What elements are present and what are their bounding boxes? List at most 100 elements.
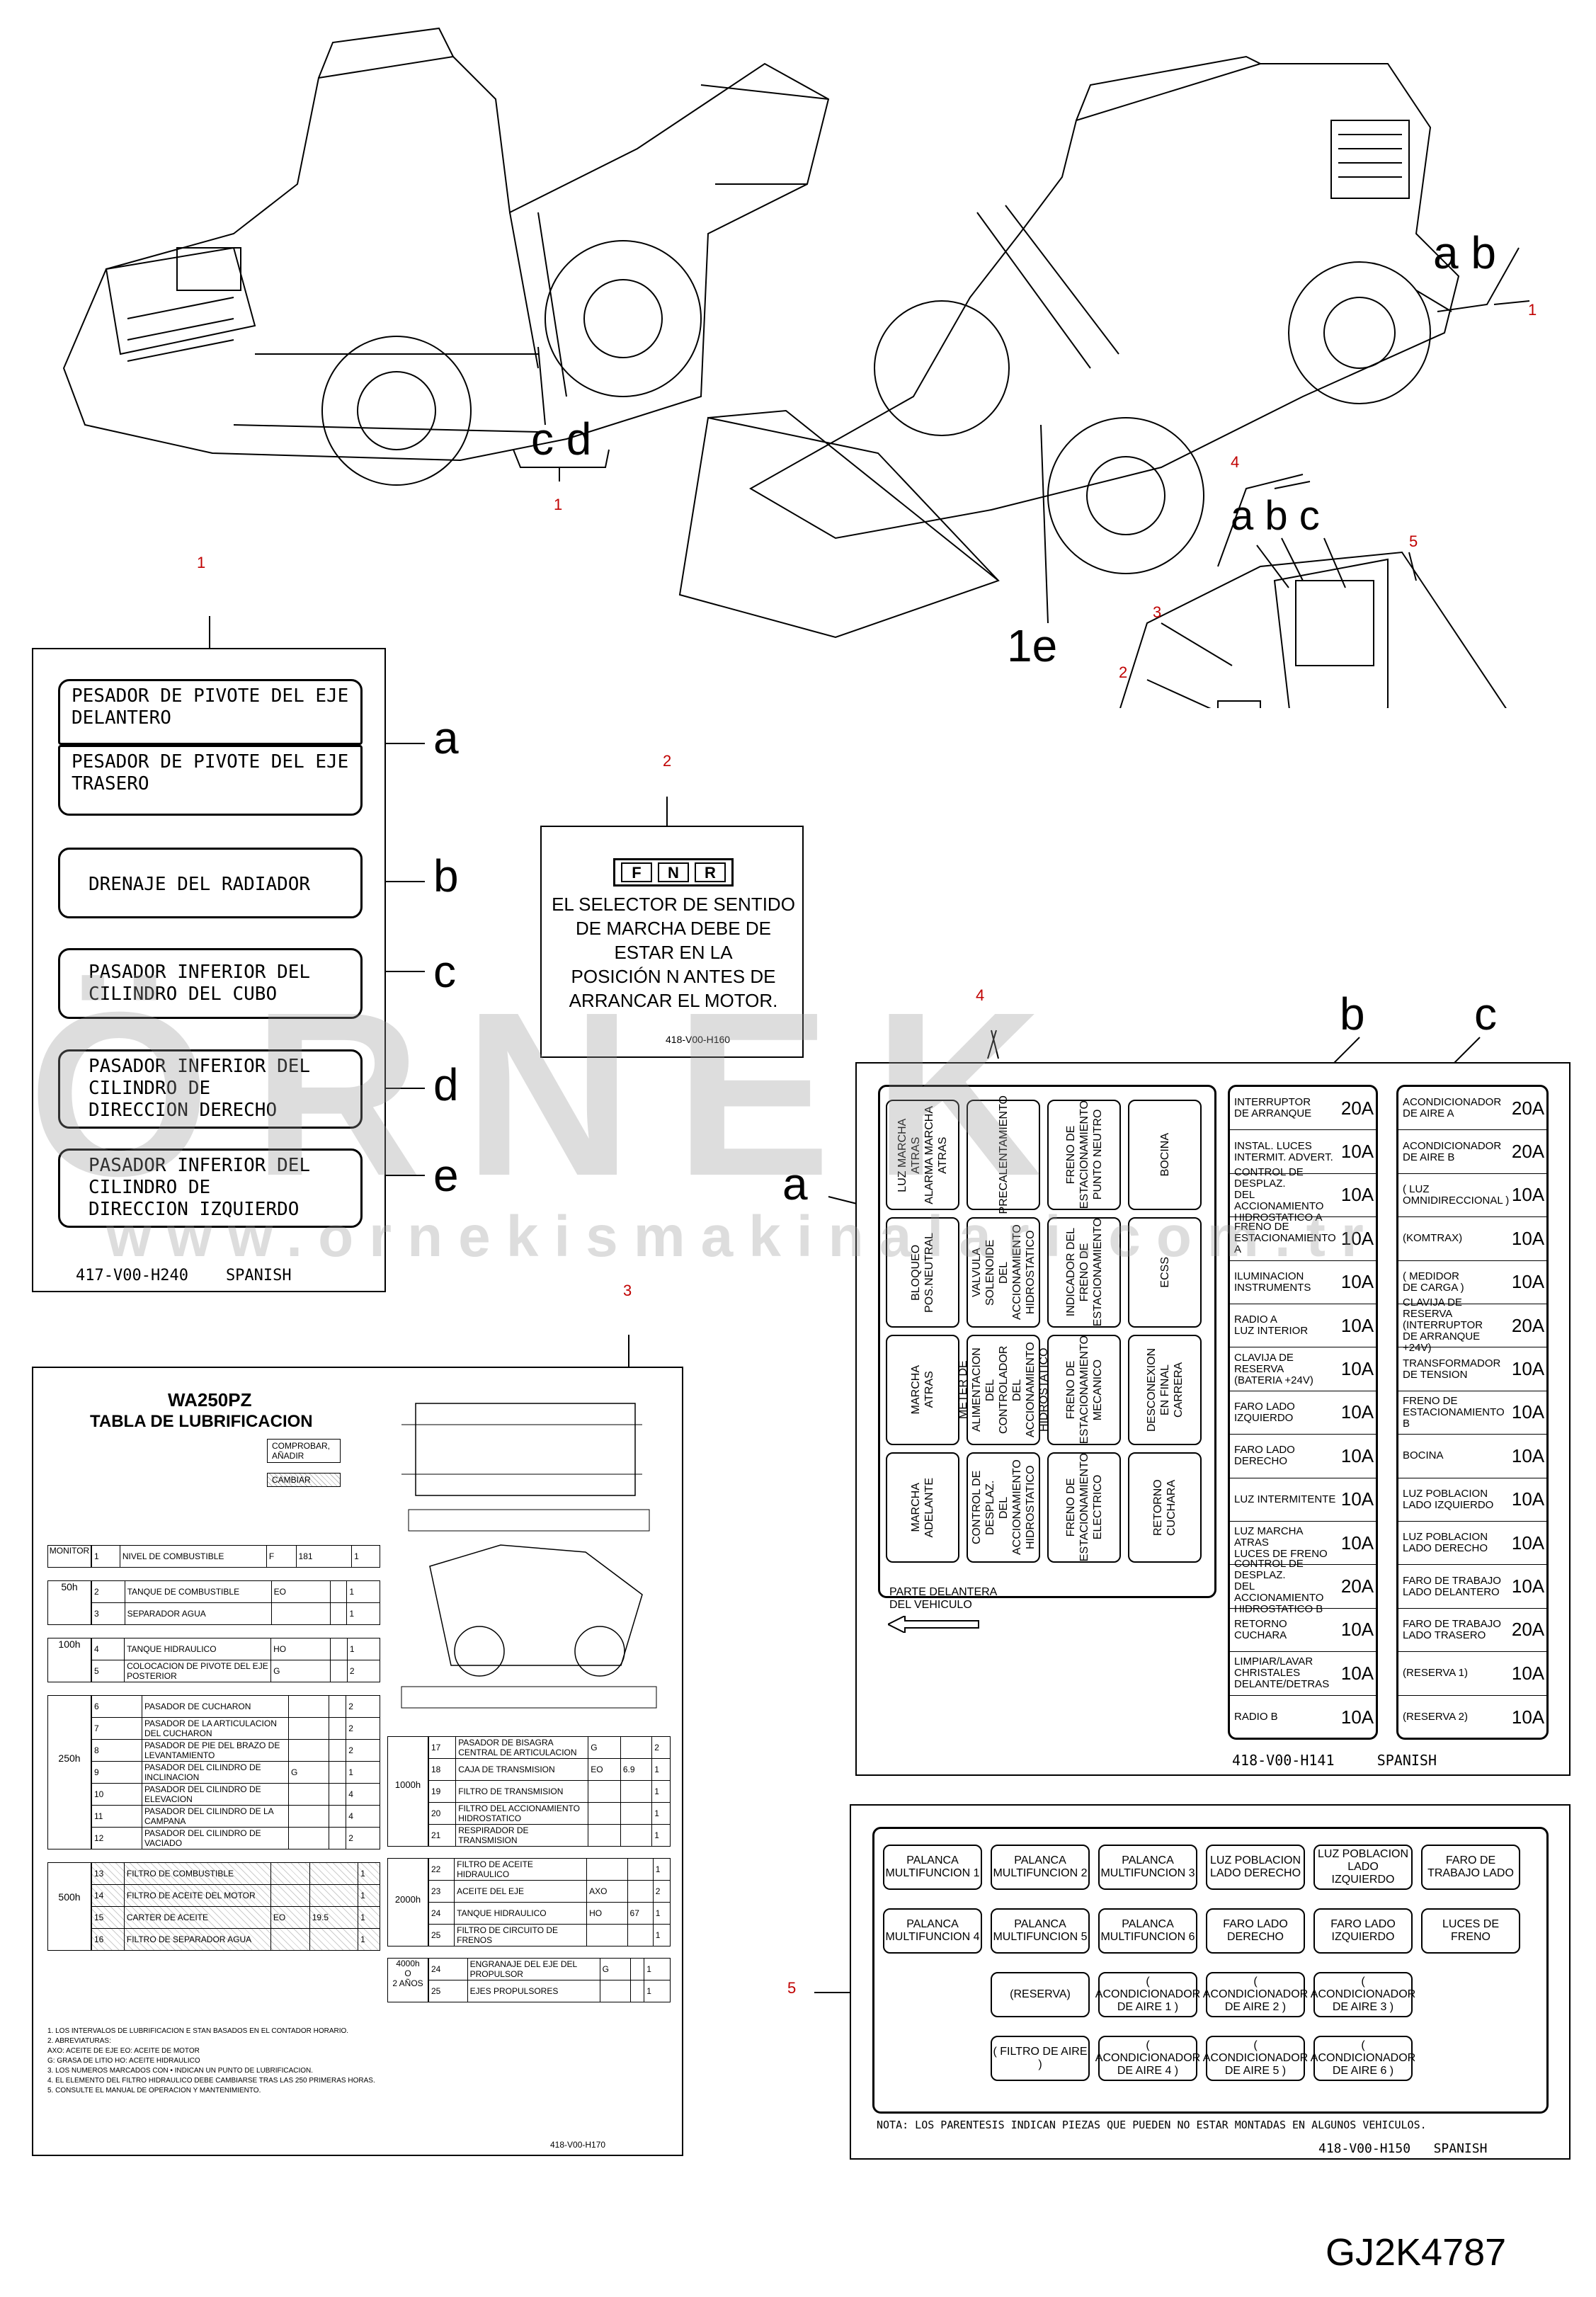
relay-cell: DESCONEXION EN FINAL CARRERA [1128, 1335, 1202, 1445]
lub-item: PASADOR DEL CILINDRO DE ELEVACION [141, 1783, 289, 1806]
lub-points: 1 [652, 1858, 671, 1881]
front-label: PARTE DELANTERA DEL VEHICULO [889, 1586, 998, 1611]
decal2-warning-text: EL SELECTOR DE SENTIDO DE MARCHA DEBE DE… [552, 894, 795, 1011]
fuse-label: LUZ POBLACION LADO IZQUIERDO [1403, 1487, 1494, 1511]
fuse-label: INSTAL. LUCES INTERMIT. ADVERT. [1234, 1139, 1333, 1163]
fuse-row: CONTROL DE DESPLAZ. DEL ACCIONAMIENTO HI… [1230, 1558, 1376, 1614]
fuse-amperage: 10A [1340, 1227, 1374, 1249]
fnr-indicator: F N R [613, 858, 734, 887]
lub-legend-check: COMPROBAR, AÑADIR [267, 1439, 341, 1463]
lub-points: 1 [358, 1884, 380, 1907]
decal5-relay-cell: ( ACONDICIONADOR DE AIRE 4 ) [1095, 2036, 1200, 2081]
lub-qty [328, 1739, 347, 1762]
lub-num: 2 [91, 1580, 125, 1603]
ref-3-panel: 3 [623, 1282, 632, 1299]
fuse-label: LUZ POBLACION LADO DERECHO [1403, 1531, 1488, 1555]
cab-interior-illustration [1119, 551, 1507, 708]
decal1-label-a1: PESADOR DE PIVOTE DEL EJE DELANTERO [58, 679, 363, 745]
lub-points: 1 [644, 1958, 671, 1980]
lub-points: 2 [346, 1695, 380, 1718]
fuse-label: CONTROL DE DESPLAZ. DEL ACCIONAMIENTO HI… [1234, 1166, 1324, 1224]
lub-type [287, 1827, 329, 1849]
ref-1-right: 1 [1528, 301, 1537, 319]
fuse-amperage: 10A [1340, 1271, 1374, 1293]
fuse-label: FARO DE TRABAJO LADO TRASERO [1403, 1617, 1501, 1641]
lub-points: 1 [652, 1924, 671, 1947]
fuse-label: RADIO A LUZ INTERIOR [1234, 1313, 1309, 1338]
lub-qty [329, 1580, 348, 1603]
lub-points: 1 [358, 1862, 380, 1885]
lub-num: 25 [428, 1924, 455, 1947]
fuse-amperage: 20A [1511, 1619, 1545, 1641]
relay-label: RETORNO CUCHARA [1152, 1479, 1178, 1536]
lub-item: TANQUE DE COMBUSTIBLE [124, 1580, 272, 1603]
ref-4-panel: 4 [976, 986, 985, 1004]
fuse-label: CLAVIJA DE RESERVA (BATERIA +24V) [1234, 1351, 1313, 1386]
relay-label: CONTROL DE DESPLAZ. DEL ACCIONAMIENTO HI… [970, 1459, 1037, 1556]
lub-item: RESPIRADOR DE TRANSMISION [455, 1824, 589, 1847]
lub-model: WA250PZ [168, 1389, 252, 1410]
decal2-leader [666, 797, 668, 826]
fuse-label: LUZ INTERMITENTE [1234, 1493, 1336, 1505]
lub-points: 1 [651, 1802, 671, 1825]
fuse-row: FARO DE TRABAJO LADO DELANTERO 10A [1398, 1565, 1546, 1609]
lub-qty [309, 1928, 359, 1951]
relay-label: LUZ MARCHA ATRAS ALARMA MARCHA ATRAS [896, 1105, 949, 1204]
decal-2-panel: F N R EL SELECTOR DE SENTIDO DE MARCHA D… [540, 826, 804, 1058]
decal5-relay-cell: LUCES DE FRENO [1421, 1908, 1520, 1954]
fuse-amperage: 10A [1340, 1401, 1374, 1423]
lub-type: EO [588, 1758, 621, 1781]
lub-num: 18 [428, 1758, 457, 1781]
lub-item: PASADOR DE CUCHARON [141, 1695, 289, 1718]
lub-points: 1 [651, 1780, 671, 1803]
lub-item: COLOCACION DE PIVOTE DEL EJE POSTERIOR [124, 1660, 272, 1682]
decal5-relay-cell: PALANCA MULTIFUNCION 6 [1098, 1908, 1197, 1954]
fuse-amperage: 20A [1511, 1141, 1545, 1163]
lub-qty [627, 1880, 654, 1903]
fuse-label: (RESERVA 1) [1403, 1667, 1468, 1680]
decal1-label-d: PASADOR INFERIOR DEL CILINDRO DE DIRECCI… [58, 1049, 363, 1129]
lub-diagram [401, 1403, 657, 1709]
lub-type: EO [270, 1906, 310, 1929]
lub-item: PASADOR DE PIE DEL BRAZO DE LEVANTAMIENT… [141, 1739, 289, 1762]
ref-2-cab: 2 [1119, 663, 1128, 681]
lub-type: F [266, 1545, 297, 1568]
fuse-row: (RESERVA 2)10A [1398, 1696, 1546, 1738]
fuse-label: FARO DE TRABAJO LADO DELANTERO [1403, 1574, 1501, 1598]
lub-type [287, 1717, 329, 1740]
lub-type [588, 1824, 621, 1847]
lub-points: 2 [652, 1880, 671, 1903]
lub-points: 2 [346, 1739, 380, 1762]
fuse-label: ACONDICIONADOR DE AIRE A [1403, 1096, 1502, 1120]
fuse-amperage: 20A [1340, 1097, 1374, 1119]
relay-cell: RETORNO CUCHARA [1128, 1452, 1202, 1563]
relay-label: MARCHA ADELANTE [910, 1477, 935, 1538]
lub-qty [627, 1924, 654, 1947]
lub-qty [309, 1884, 359, 1907]
fuse-label: ( MEDIDOR DE CARGA ) [1403, 1270, 1464, 1294]
lub-item: NIVEL DE COMBUSTIBLE [119, 1545, 267, 1568]
relay-cell: INDICADOR DEL FRENO DE ESTACIONAMIENTO [1047, 1217, 1121, 1328]
fuse-amperage: 10A [1511, 1575, 1545, 1597]
fuse-amperage: 10A [1340, 1619, 1374, 1641]
decal5-relay-cell: ( ACONDICIONADOR DE AIRE 3 ) [1311, 1972, 1415, 2017]
relay-cell: FRENO DE ESTACIONAMIENTO PUNTO NEUTRO [1047, 1100, 1121, 1210]
fuse-row: CONTROL DE DESPLAZ. DEL ACCIONAMIENTO HI… [1230, 1167, 1376, 1224]
lub-qty [630, 1958, 645, 1980]
decal5-relay-cell: (RESERVA) [991, 1972, 1090, 2017]
callout-b-fuse: b [1340, 988, 1365, 1039]
lub-interval: 500h [47, 1862, 91, 1951]
fuse-amperage: 10A [1340, 1184, 1374, 1206]
